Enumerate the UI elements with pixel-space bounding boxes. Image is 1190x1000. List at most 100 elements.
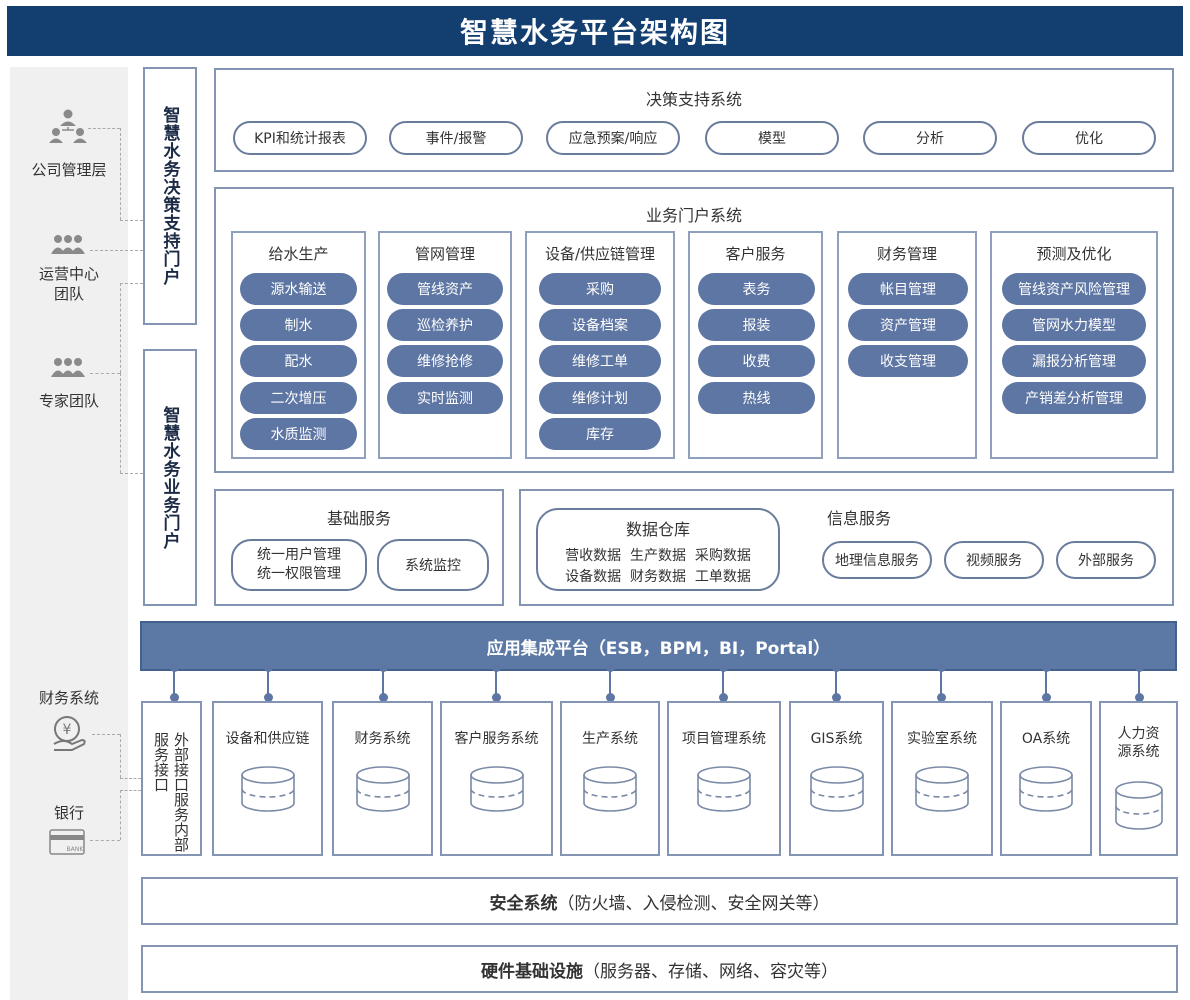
svg-text:¥: ¥ bbox=[63, 722, 72, 738]
system-equipment-supply[interactable]: 设备和供应链 bbox=[212, 701, 323, 856]
system-label: 项目管理系统 bbox=[682, 731, 766, 747]
security-system[interactable]: 安全系统（防火墙、入侵检测、安全网关等） bbox=[141, 877, 1178, 925]
module-item[interactable]: 收费 bbox=[698, 345, 815, 377]
data-warehouse-row: 设备数据 财务数据 工单数据 bbox=[565, 569, 751, 585]
event-alarm-button[interactable]: 事件/报警 bbox=[389, 121, 523, 155]
module-pipe-network: 管网管理 管线资产 巡检养护 维修抢修 实时监测 bbox=[378, 231, 512, 459]
connector-dot bbox=[491, 662, 501, 672]
system-customer-service[interactable]: 客户服务系统 bbox=[440, 701, 553, 856]
connector-dot bbox=[831, 662, 841, 672]
module-item[interactable]: 产销差分析管理 bbox=[1002, 382, 1146, 414]
connector bbox=[120, 373, 121, 473]
connector-dot bbox=[605, 662, 615, 672]
model-button[interactable]: 模型 bbox=[705, 121, 839, 155]
module-item[interactable]: 源水输送 bbox=[240, 273, 357, 305]
module-item[interactable]: 漏报分析管理 bbox=[1002, 345, 1146, 377]
connector-line bbox=[1045, 671, 1047, 701]
module-item[interactable]: 库存 bbox=[539, 418, 661, 450]
system-oa[interactable]: OA系统 bbox=[1000, 701, 1092, 856]
system-laboratory[interactable]: 实验室系统 bbox=[891, 701, 993, 856]
basic-services-title: 基础服务 bbox=[326, 509, 391, 528]
connector bbox=[90, 840, 120, 841]
database-icon bbox=[809, 766, 864, 812]
connector-line bbox=[1138, 671, 1140, 701]
user-operations: 运营中心 团队 bbox=[10, 264, 128, 304]
module-title: 预测及优化 bbox=[1036, 245, 1112, 263]
connector-dot bbox=[605, 692, 615, 702]
decision-portal[interactable]: 智慧水务决策支持门户 bbox=[143, 67, 197, 325]
module-item[interactable]: 配水 bbox=[240, 345, 357, 377]
module-item[interactable]: 资产管理 bbox=[848, 309, 968, 341]
module-item[interactable]: 巡检养护 bbox=[387, 309, 503, 341]
analysis-button[interactable]: 分析 bbox=[863, 121, 997, 155]
database-icon bbox=[915, 766, 969, 812]
module-item[interactable]: 制水 bbox=[240, 309, 357, 341]
system-project[interactable]: 项目管理系统 bbox=[667, 701, 781, 856]
module-item[interactable]: 维修计划 bbox=[539, 382, 661, 414]
basic-services: 基础服务 统一用户管理 统一权限管理 系统监控 bbox=[214, 489, 504, 606]
money-hand-icon: ¥ bbox=[53, 716, 86, 751]
database-icon bbox=[583, 766, 637, 812]
module-item[interactable]: 采购 bbox=[539, 273, 661, 305]
esb-platform[interactable]: 应用集成平台（ESB，BPM，BI，Portal） bbox=[140, 621, 1177, 671]
video-service-button[interactable]: 视频服务 bbox=[944, 541, 1044, 579]
external-service-button[interactable]: 外部服务 bbox=[1056, 541, 1156, 579]
module-item[interactable]: 热线 bbox=[698, 382, 815, 414]
hardware-infrastructure[interactable]: 硬件基础设施（服务器、存储、网络、容灾等） bbox=[141, 945, 1178, 993]
system-label: OA系统 bbox=[1021, 731, 1071, 747]
system-hr[interactable]: 人力资 源系统 bbox=[1099, 701, 1178, 856]
module-item[interactable]: 二次增压 bbox=[240, 382, 357, 414]
data-warehouse[interactable]: 数据仓库 营收数据 生产数据 采购数据 设备数据 财务数据 工单数据 bbox=[536, 508, 780, 591]
interface-services: 外部接口服务内部服务接口 bbox=[141, 701, 202, 856]
module-item[interactable]: 帐目管理 bbox=[848, 273, 968, 305]
connector bbox=[90, 373, 120, 374]
module-item[interactable]: 表务 bbox=[698, 273, 815, 305]
data-warehouse-row: 营收数据 生产数据 采购数据 bbox=[565, 548, 751, 564]
module-item[interactable]: 实时监测 bbox=[387, 382, 503, 414]
module-item[interactable]: 水质监测 bbox=[240, 418, 357, 450]
module-item[interactable]: 维修工单 bbox=[539, 345, 661, 377]
hardware-detail: （服务器、存储、网络、容灾等） bbox=[583, 961, 838, 982]
module-item[interactable]: 报装 bbox=[698, 309, 815, 341]
user-finance: 财务系统 bbox=[38, 689, 99, 707]
module-item[interactable]: 维修抢修 bbox=[387, 345, 503, 377]
module-item[interactable]: 收支管理 bbox=[848, 345, 968, 377]
connector bbox=[120, 778, 141, 779]
bank-card-label: BANK bbox=[67, 846, 85, 853]
user-bank: 银行 bbox=[53, 804, 84, 822]
gis-service-button[interactable]: 地理信息服务 bbox=[822, 541, 932, 579]
database-icon bbox=[1114, 781, 1163, 830]
database-icon bbox=[240, 766, 295, 812]
system-finance[interactable]: 财务系统 bbox=[332, 701, 433, 856]
system-monitor-button[interactable]: 系统监控 bbox=[377, 539, 489, 591]
connector bbox=[90, 250, 143, 251]
emergency-plan-button[interactable]: 应急预案/响应 bbox=[546, 121, 680, 155]
connector-dot bbox=[1134, 692, 1144, 702]
module-title: 客户服务 bbox=[725, 245, 786, 263]
system-label-line2: 源系统 bbox=[1117, 744, 1160, 760]
connector-dot bbox=[169, 662, 179, 672]
module-equipment-supply: 设备/供应链管理 采购 设备档案 维修工单 维修计划 库存 bbox=[525, 231, 675, 459]
system-label-line1: 人力资 bbox=[1117, 726, 1160, 742]
connector bbox=[120, 220, 143, 221]
module-item[interactable]: 设备档案 bbox=[539, 309, 661, 341]
system-production[interactable]: 生产系统 bbox=[560, 701, 660, 856]
optimize-button[interactable]: 优化 bbox=[1022, 121, 1156, 155]
connector bbox=[120, 734, 121, 778]
unified-auth-button[interactable]: 统一用户管理 统一权限管理 bbox=[231, 539, 367, 591]
module-item[interactable]: 管网水力模型 bbox=[1002, 309, 1146, 341]
module-item[interactable]: 管线资产 bbox=[387, 273, 503, 305]
team-icon bbox=[51, 235, 85, 254]
business-portal[interactable]: 智慧水务业务门户 bbox=[143, 349, 197, 606]
user-experts: 专家团队 bbox=[38, 392, 99, 410]
module-item[interactable]: 管线资产风险管理 bbox=[1002, 273, 1146, 305]
user-operations-line1: 运营中心 bbox=[38, 265, 99, 283]
connector bbox=[120, 283, 121, 373]
connector-dot bbox=[1134, 662, 1144, 672]
module-title: 给水生产 bbox=[268, 245, 329, 263]
kpi-report-button[interactable]: KPI和统计报表 bbox=[233, 121, 367, 155]
database-icon bbox=[697, 766, 751, 812]
connector-line bbox=[267, 671, 269, 701]
system-gis[interactable]: GIS系统 bbox=[789, 701, 884, 856]
connector bbox=[120, 790, 121, 840]
